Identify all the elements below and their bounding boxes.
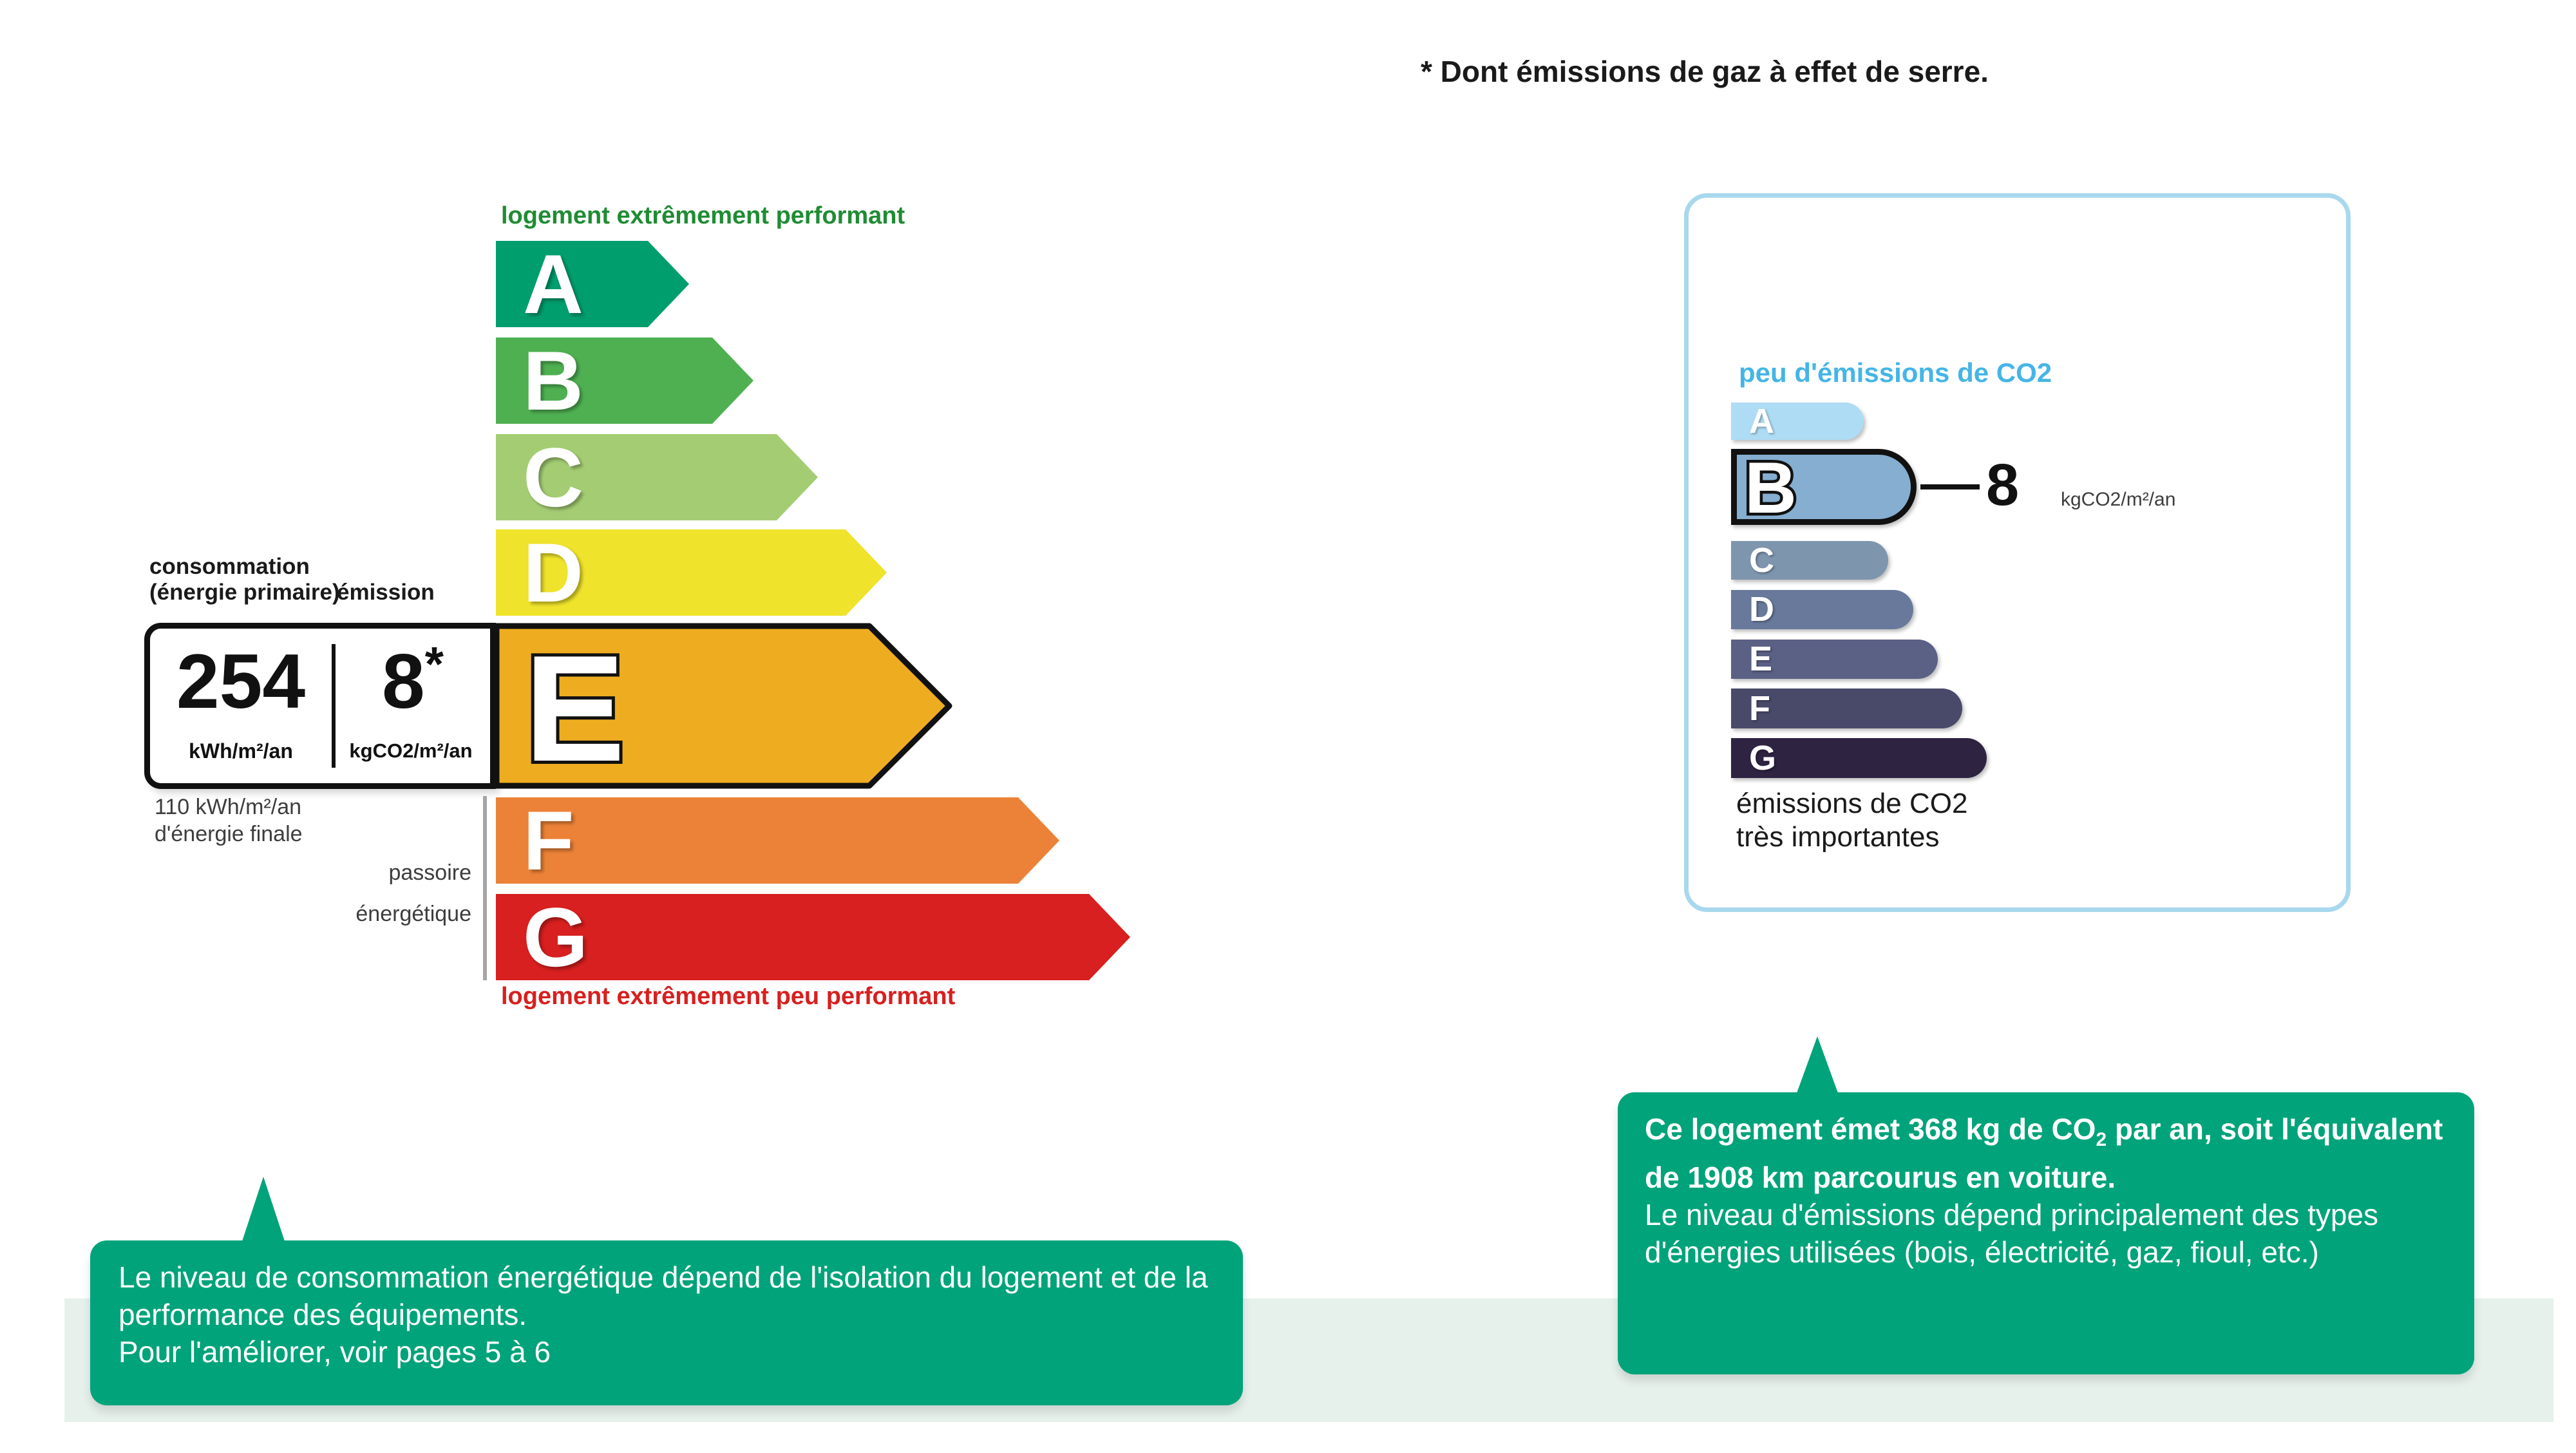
consumption-label-line2: (énergie primaire) xyxy=(149,580,340,605)
grade-letter: C xyxy=(1749,541,1774,580)
co2-grade-e: E xyxy=(1731,640,1938,679)
grade-letter: B xyxy=(523,334,583,428)
co2-value: 8* xyxy=(382,637,444,725)
energy-grade-f: F xyxy=(496,797,1059,884)
co2-callout: Ce logement émet 368 kg de CO2 par an, s… xyxy=(1618,1036,2474,1374)
energy-grade-c: C xyxy=(496,434,818,520)
greenhouse-gas-note: * Dont émissions de gaz à effet de serre… xyxy=(1421,55,1989,88)
final-energy-note-line2: d'énergie finale xyxy=(155,822,303,846)
scale-title-peu-performant: logement extrêmement peu performant xyxy=(501,983,956,1010)
co2-panel-unit: kgCO2/m²/an xyxy=(2061,489,2176,510)
co2-panel-title: peu d'émissions de CO2 xyxy=(1739,357,2052,388)
energy-grade-a: A xyxy=(496,241,689,327)
grade-letter: F xyxy=(523,793,574,888)
co2-callout-bold-text: Ce logement émet 368 kg de CO2 par an, s… xyxy=(1645,1112,2443,1195)
value-connector-line xyxy=(1920,484,1980,489)
energy-callout-text2: Pour l'améliorer, voir pages 5 à 6 xyxy=(118,1335,551,1369)
selected-letter-frame: B xyxy=(1742,445,1800,531)
grade-letter: A xyxy=(1749,402,1774,441)
energy-value-box: 254 8* kWh/m²/an kgCO2/m²/an xyxy=(144,623,496,789)
energy-grade-b: B xyxy=(496,337,753,424)
co2-emissions-panel: peu d'émissions de CO2 A B 8 kgCO2/m²/an… xyxy=(1684,193,2351,912)
co2-footer-line1: émissions de CO2 xyxy=(1736,788,1968,819)
grade-letter: E xyxy=(1749,640,1773,678)
co2-subscript: 2 xyxy=(2096,1129,2107,1151)
grade-letter: C xyxy=(523,430,583,524)
grade-letter: E xyxy=(524,623,625,789)
energy-unit: kWh/m²/an xyxy=(189,739,293,763)
co2-grade-f: F xyxy=(1731,689,1962,728)
final-energy-note-line1: 110 kWh/m²/an xyxy=(155,795,302,819)
grade-letter: D xyxy=(1749,590,1774,629)
sieve-threshold-line xyxy=(483,796,487,980)
co2-grade-g: G xyxy=(1731,738,1987,778)
callout-pointer xyxy=(242,1177,285,1241)
energy-grade-d: D xyxy=(496,529,887,616)
energy-callout-text: Le niveau de consommation énergétique dé… xyxy=(118,1260,1208,1331)
co2-callout-regular-text: Le niveau d'émissions dépend principalem… xyxy=(1645,1198,2379,1269)
co2-unit: kgCO2/m²/an xyxy=(349,739,473,762)
scale-title-performant: logement extrêmement performant xyxy=(501,202,905,229)
asterisk: * xyxy=(424,637,444,691)
grade-letter: A xyxy=(523,237,583,331)
co2-grade-a: A xyxy=(1731,403,1864,440)
grade-letter: D xyxy=(523,526,583,620)
co2-panel-value: 8 xyxy=(1986,452,2020,518)
energy-callout: Le niveau de consommation énergétique dé… xyxy=(90,1177,1243,1405)
energy-grade-g: G xyxy=(496,894,1130,980)
consumption-label-line1: consommation xyxy=(149,554,310,579)
energy-grade-e-selected: E xyxy=(493,623,952,789)
sieve-label-line1: passoire xyxy=(388,860,471,885)
sieve-label-line2: énergétique xyxy=(355,902,471,926)
grade-letter: G xyxy=(523,890,589,984)
co2-grade-d: D xyxy=(1731,590,1913,629)
emission-label: émission xyxy=(337,580,435,605)
co2-grade-b-selected: B xyxy=(1731,445,1917,531)
energy-value: 254 xyxy=(176,638,306,725)
co2-grade-c: C xyxy=(1731,541,1888,580)
grade-letter: G xyxy=(1749,739,1777,777)
grade-letter: B xyxy=(1745,455,1797,519)
value-box-divider xyxy=(332,644,336,768)
co2-footer-line2: très importantes xyxy=(1736,821,1940,853)
grade-letter: F xyxy=(1749,689,1770,728)
callout-pointer xyxy=(1797,1036,1838,1093)
